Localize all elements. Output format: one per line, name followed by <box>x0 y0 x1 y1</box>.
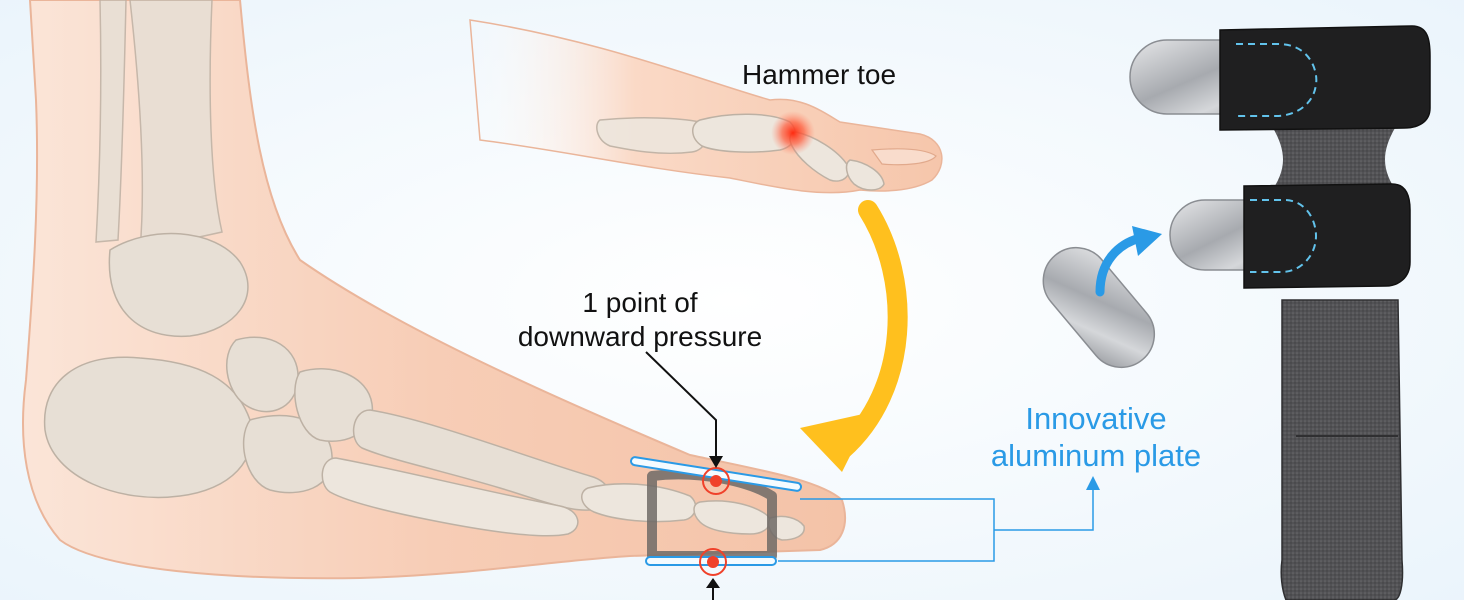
toenail <box>870 148 937 166</box>
splint-mid-stitch <box>1250 199 1318 273</box>
bottom-pressure-dot <box>707 556 719 568</box>
pressure-pointer <box>645 351 723 468</box>
splint-strap <box>1280 299 1404 600</box>
toe-splint-product <box>1129 25 1431 600</box>
pressure-label: 1 point of downward pressure <box>470 286 810 353</box>
curved-arrow-icon <box>800 200 908 472</box>
fibula-bone <box>95 0 127 243</box>
splint-top-stitch <box>1236 43 1318 117</box>
upward-pressure-pointer <box>706 578 720 600</box>
plate-label-line2: aluminum plate <box>990 438 1202 474</box>
aluminum-plate-label: Innovative aluminum plate <box>968 400 1224 474</box>
middle-phalanx-bone <box>693 500 771 535</box>
pain-point-marker <box>771 111 815 155</box>
navicular-bone <box>226 336 299 413</box>
pressure-label-line1: 1 point of <box>582 287 698 318</box>
hammer-toe-metatarsal <box>596 117 708 155</box>
hammer-toe-distal-phalanx <box>845 159 885 191</box>
splint-top-loop <box>1219 25 1431 131</box>
top-pressure-dot <box>710 475 722 487</box>
toe-splint-overlay <box>630 456 802 576</box>
hammer-toe-label: Hammer toe <box>742 59 897 90</box>
metatarsal-bone <box>321 457 579 537</box>
foot-illustration <box>22 0 846 580</box>
splint-mid-loop <box>1243 183 1411 289</box>
curved-arrow-blue-icon <box>1095 226 1162 297</box>
splint-neck <box>1268 120 1400 196</box>
plate-bracket-connector <box>778 476 1100 562</box>
talus-bone <box>108 232 249 338</box>
hammer-toe-illustration <box>469 19 943 194</box>
aluminum-plate-image <box>1042 246 1156 369</box>
bottom-pressure-point <box>699 548 727 576</box>
pressure-label-line2: downward pressure <box>517 320 763 352</box>
tibia-bone <box>129 0 223 251</box>
plate-label-line1: Innovative <box>1025 401 1167 436</box>
